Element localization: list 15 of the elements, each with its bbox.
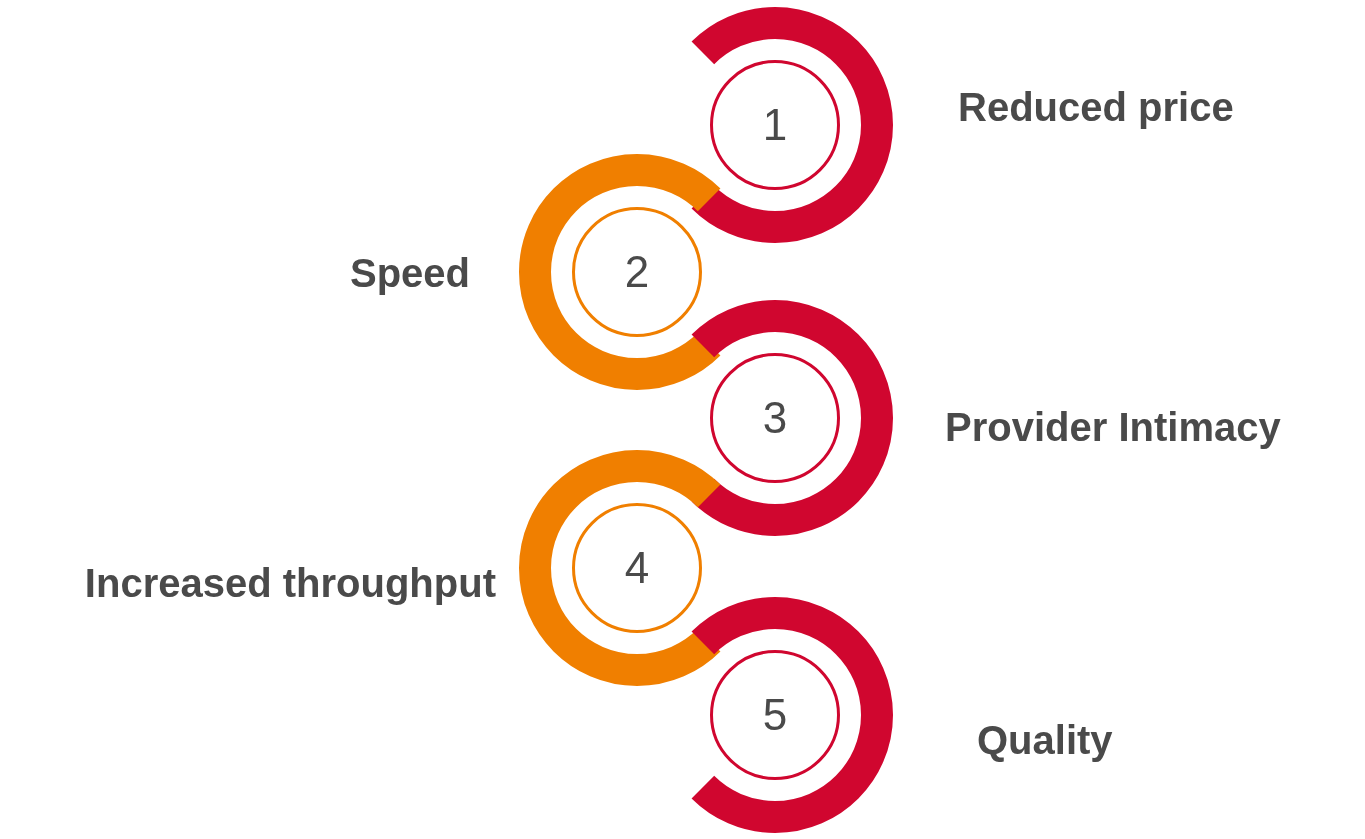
step-number: 1 xyxy=(762,103,788,147)
step-label: Reduced price xyxy=(958,84,1234,130)
step-number: 4 xyxy=(624,546,650,590)
number-circle xyxy=(572,207,702,337)
step-number: 5 xyxy=(762,693,788,737)
step-label: Quality xyxy=(977,717,1113,763)
step-label: Speed xyxy=(349,250,470,296)
step-number: 2 xyxy=(624,250,650,294)
step-label: Provider Intimacy xyxy=(945,404,1281,450)
number-circle xyxy=(710,353,840,483)
step-number: 3 xyxy=(762,396,788,440)
number-circle xyxy=(572,503,702,633)
step-label: Increased throughput xyxy=(84,560,496,606)
number-circle xyxy=(710,60,840,190)
number-circle xyxy=(710,650,840,780)
